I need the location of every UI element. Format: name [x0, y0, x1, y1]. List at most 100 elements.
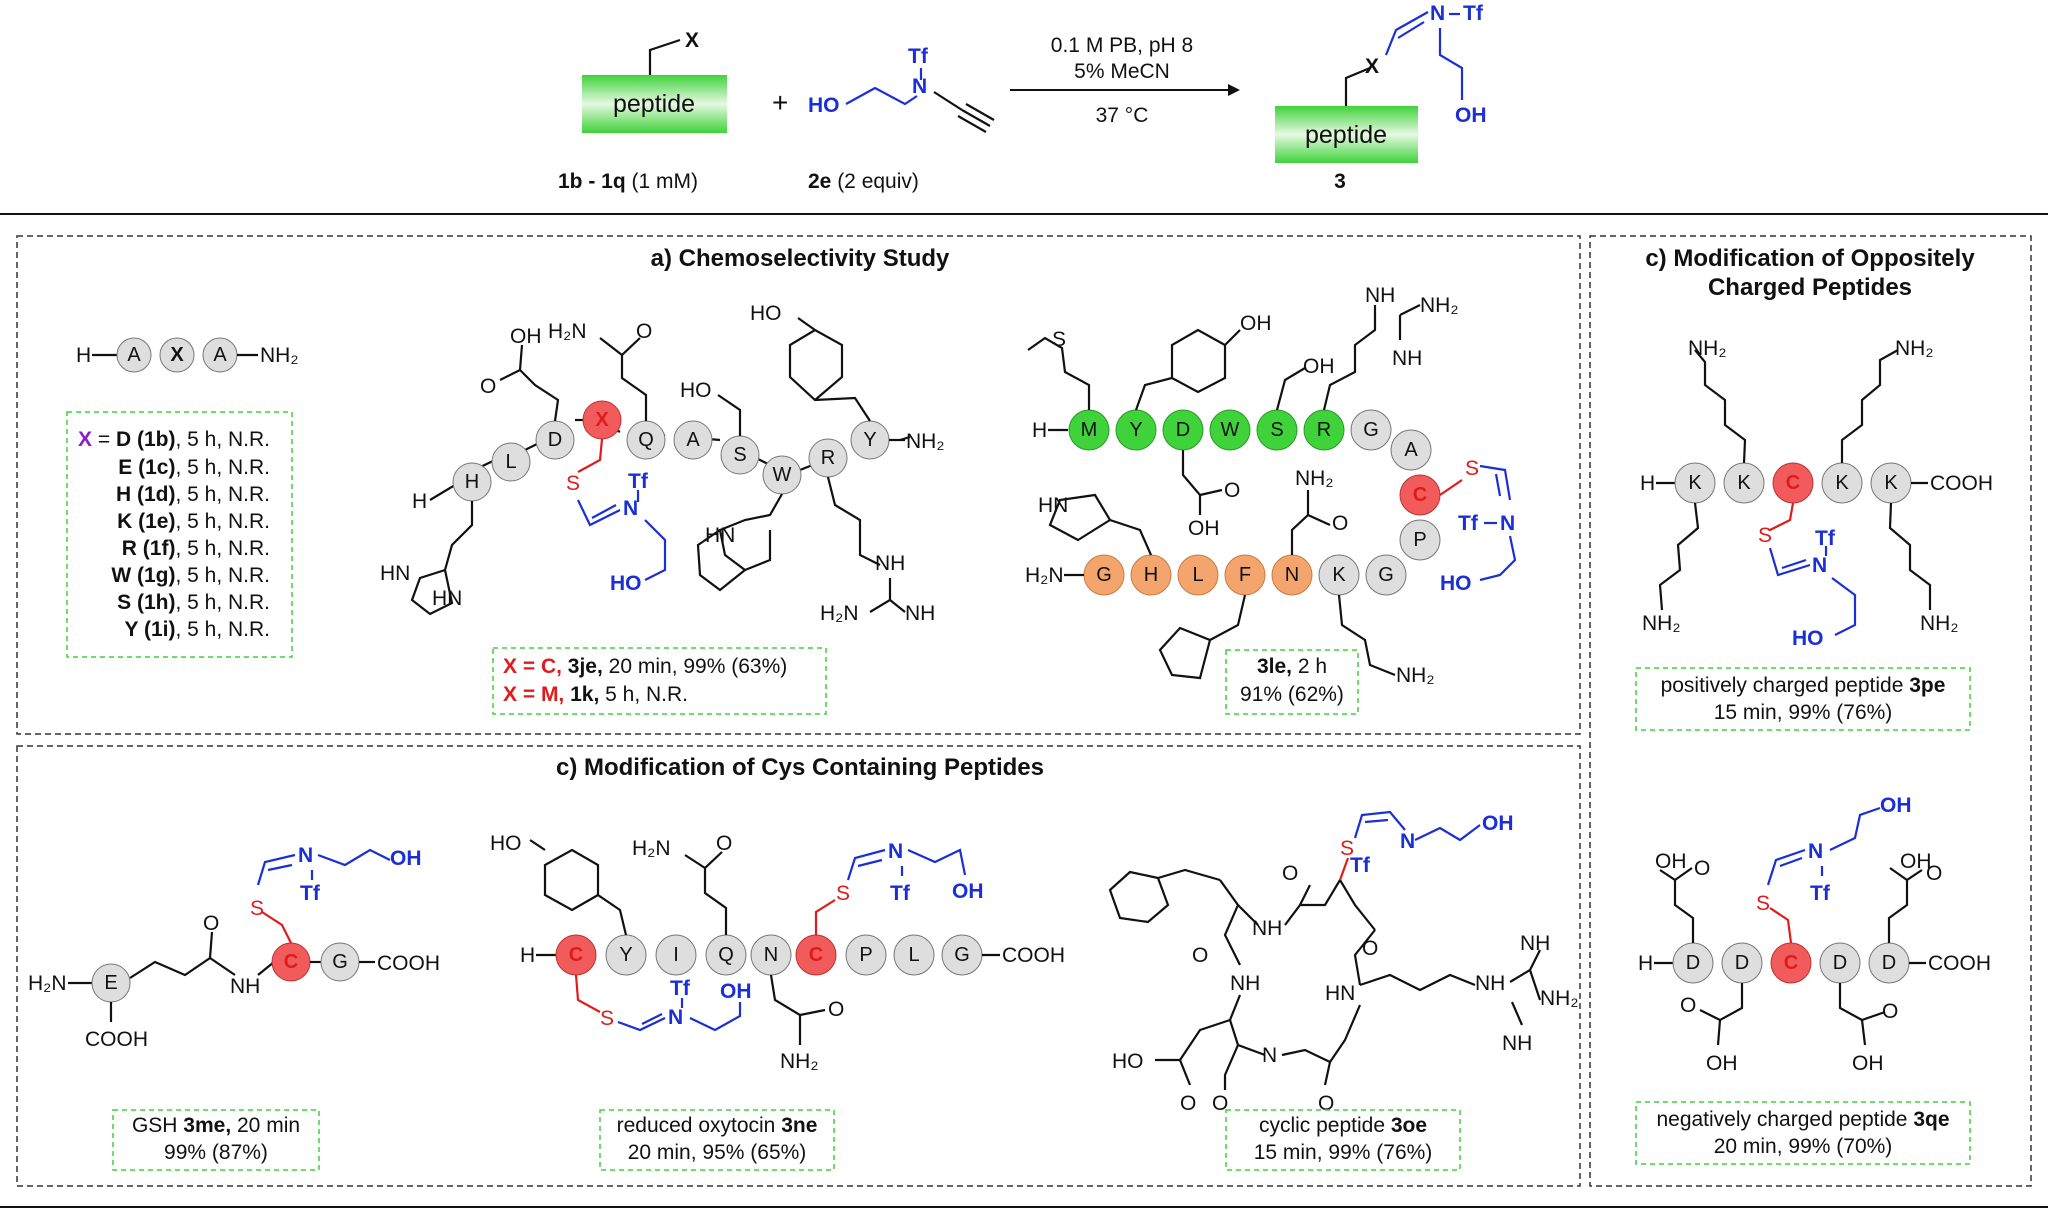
result-box-3me [112, 1109, 320, 1171]
svg-text:W: W [1221, 419, 1240, 441]
svg-text:R (1f), 5 h, N.R.: R (1f), 5 h, N.R. [122, 537, 270, 560]
svg-text:A: A [213, 344, 227, 366]
panel-c-border [1589, 235, 2032, 1187]
svg-text:G: G [1378, 564, 1394, 586]
svg-text:HO: HO [490, 832, 522, 855]
svg-text:N: N [1812, 554, 1827, 577]
svg-text:O: O [1224, 479, 1240, 502]
svg-text:X: X [1365, 55, 1379, 78]
x-list-box [66, 411, 293, 658]
reactant-peptide: X peptide [582, 29, 727, 133]
caption-2e: 2e (2 equiv) [808, 170, 919, 193]
svg-text:N: N [1285, 564, 1299, 586]
svg-text:I: I [673, 944, 679, 966]
svg-text:OH: OH [1482, 812, 1514, 835]
svg-text:H₂N: H₂N [1025, 564, 1063, 587]
panel-b-border [16, 745, 1581, 1187]
svg-text:P: P [1413, 529, 1426, 551]
svg-text:OH: OH [1880, 794, 1912, 817]
svg-text:COOH: COOH [1002, 944, 1065, 967]
plus-sign: + [772, 87, 788, 118]
svg-text:H: H [520, 944, 535, 967]
condition-3: 37 °C [1096, 104, 1149, 127]
svg-text:NH: NH [1230, 972, 1260, 995]
svg-text:S: S [1756, 892, 1770, 915]
svg-text:NH₂: NH₂ [1540, 987, 1578, 1010]
svg-text:COOH: COOH [1930, 472, 1993, 495]
svg-text:NH: NH [1520, 932, 1550, 955]
svg-text:K: K [1332, 564, 1346, 586]
panel-a-border [16, 235, 1581, 735]
svg-text:R: R [821, 447, 835, 469]
svg-text:COOH: COOH [85, 1028, 148, 1051]
peptide-label: peptide [613, 90, 695, 118]
svg-text:NH: NH [1365, 284, 1395, 307]
svg-text:O: O [716, 832, 732, 855]
svg-text:OH: OH [1188, 517, 1220, 540]
result-3je: X = C, 3je, 20 min, 99% (63%) [503, 655, 787, 678]
svg-text:HO: HO [1112, 1050, 1144, 1073]
svg-text:H (1d), 5 h, N.R.: H (1d), 5 h, N.R. [116, 483, 270, 506]
svg-text:Y: Y [619, 944, 632, 966]
x-label: X [685, 29, 699, 52]
svg-text:D: D [1833, 952, 1847, 974]
svg-text:NH: NH [230, 975, 260, 998]
svg-text:HO: HO [610, 572, 642, 595]
reaction-scheme: X peptide + HO N Tf 0.1 M PB, pH 8 5% Me… [558, 2, 1487, 193]
svg-text:HO: HO [1440, 572, 1472, 595]
svg-text:L: L [505, 451, 516, 473]
svg-text:H: H [76, 344, 91, 367]
svg-text:G: G [1363, 419, 1379, 441]
svg-text:C: C [809, 944, 823, 966]
result-3le-yield: 91% (62%) [1240, 683, 1344, 706]
svg-text:N: N [298, 844, 313, 867]
result-box-3ne [599, 1109, 835, 1171]
svg-text:N: N [1262, 1044, 1277, 1067]
peptide-box [582, 75, 727, 133]
reagent-2e: HO N Tf [808, 45, 995, 133]
svg-text:N: N [888, 840, 903, 863]
svg-text:O: O [1680, 994, 1696, 1017]
svg-text:O: O [1282, 862, 1298, 885]
svg-text:O: O [203, 912, 219, 935]
svg-text:S: S [600, 1007, 614, 1030]
svg-text:H: H [465, 471, 479, 493]
svg-text:S: S [1758, 524, 1772, 547]
svg-text:S: S [566, 472, 580, 495]
result-3pe: positively charged peptide 3pe [1661, 674, 1946, 697]
oxytocin-3ne: H C Y I Q N C P L G COOH HO [490, 832, 1065, 1073]
svg-text:O: O [1332, 512, 1348, 535]
svg-text:NH₂: NH₂ [260, 344, 298, 367]
svg-text:N: N [668, 1006, 683, 1029]
result-3me-yield: 99% (87%) [164, 1141, 268, 1164]
svg-text:NH: NH [905, 602, 935, 625]
svg-text:Tf: Tf [300, 882, 321, 905]
peptide-3je: H H L D X Q A S W R Y NH₂ HN [380, 302, 944, 625]
svg-text:E (1c), 5 h, N.R.: E (1c), 5 h, N.R. [118, 456, 270, 479]
panel-c-title-1: c) Modification of Oppositely [1645, 245, 1975, 272]
svg-text:D: D [1735, 952, 1749, 974]
result-3oe: cyclic peptide 3oe [1259, 1114, 1427, 1137]
svg-text:COOH: COOH [1928, 952, 1991, 975]
panel-c-title-2: Charged Peptides [1708, 274, 1912, 301]
svg-text:NH₂: NH₂ [1396, 664, 1434, 687]
product-peptide-box [1275, 106, 1418, 163]
cyclic-3oe: NH O O HN O NH N O O HO O NH NH NH₂ [1108, 810, 1578, 1115]
result-3qe: negatively charged peptide 3qe [1656, 1108, 1949, 1131]
svg-text:O: O [1192, 944, 1208, 967]
svg-text:OH: OH [1706, 1052, 1738, 1075]
x-list: X = D (1b), 5 h, N.R. E (1c), 5 h, N.R. … [78, 428, 270, 641]
svg-text:OH: OH [952, 880, 984, 903]
svg-text:F: F [1239, 564, 1251, 586]
svg-text:O: O [1180, 1092, 1196, 1115]
svg-text:O: O [1694, 857, 1710, 880]
svg-text:C: C [1784, 952, 1798, 974]
svg-text:OH: OH [1852, 1052, 1884, 1075]
svg-text:Tf: Tf [1815, 527, 1836, 550]
svg-text:S: S [836, 882, 850, 905]
svg-text:O: O [1882, 1000, 1898, 1023]
svg-text:K: K [1835, 472, 1849, 494]
svg-text:O: O [1212, 1092, 1228, 1115]
svg-text:OH: OH [390, 847, 422, 870]
